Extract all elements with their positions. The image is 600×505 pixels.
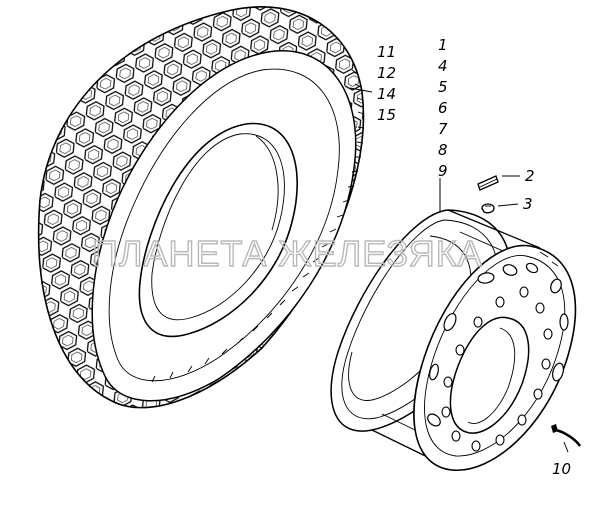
- callout-6: 6: [438, 99, 448, 117]
- callout-3: 3: [523, 195, 533, 213]
- callout-14: 14: [377, 85, 396, 103]
- callout-15: 15: [377, 106, 396, 124]
- cap-part: [481, 203, 495, 214]
- rim-center-bore: [449, 316, 530, 434]
- callout-12: 12: [377, 64, 396, 82]
- tire: [37, 6, 365, 409]
- callout-4: 4: [438, 57, 448, 75]
- leader-lines: [349, 87, 569, 453]
- callout-9: 9: [438, 162, 448, 180]
- tire-bead-opening: [138, 122, 298, 338]
- valve-part: [551, 424, 582, 447]
- watermark-text: ПЛАНЕТА ЖЕЛЕЗЯКА: [92, 233, 483, 274]
- callout-7: 7: [438, 120, 448, 138]
- callout-11: 11: [377, 43, 396, 61]
- wheel-rim: [330, 209, 577, 471]
- tire-sidewall-ring: [108, 68, 340, 382]
- callout-10: 10: [552, 460, 571, 478]
- rim-stud-holes: [441, 286, 553, 452]
- tire-bead-inner-edge: [151, 133, 285, 321]
- callout-1: 1: [438, 36, 448, 54]
- callout-8: 8: [438, 141, 448, 159]
- callout-5: 5: [438, 78, 448, 96]
- wheel-callout-labels: 1 4 5 6 7 8 9: [438, 36, 448, 180]
- plug-part: [477, 175, 499, 191]
- tire-callout-labels: 11 12 14 15: [377, 43, 396, 124]
- rim-vent-holes: [427, 262, 569, 427]
- callout-2: 2: [525, 167, 535, 185]
